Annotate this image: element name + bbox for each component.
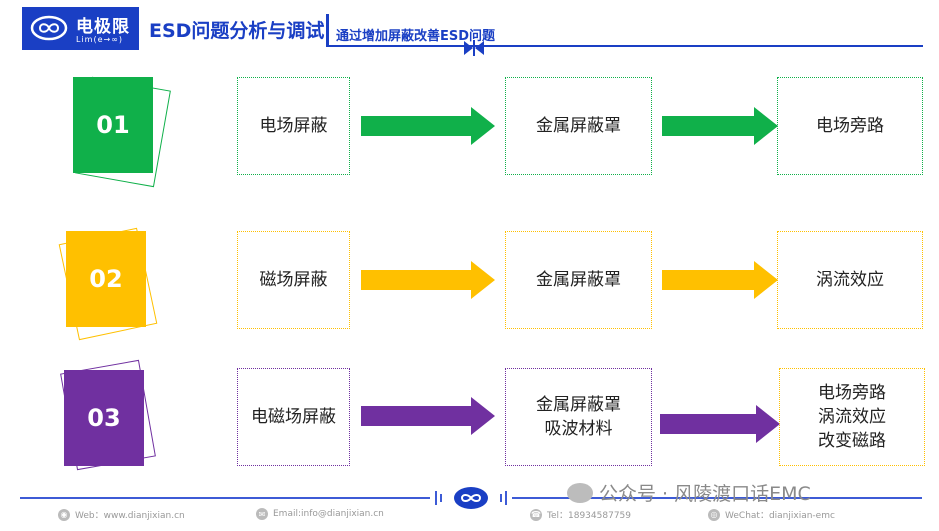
bowtie-icon <box>464 40 484 56</box>
row2-arrow-2 <box>662 261 778 299</box>
row2-box-method: 金属屏蔽罩 <box>505 231 652 329</box>
footer-line-right <box>512 497 922 499</box>
row3-box3-line1: 电场旁路 <box>818 383 886 403</box>
row3-box2-line1: 金属屏蔽罩 <box>536 395 621 415</box>
row1-box3-line1: 电场旁路 <box>816 116 884 136</box>
mail-icon: ✉ <box>256 508 268 520</box>
row3-box1-text: 电磁场屏蔽 <box>251 407 336 427</box>
watermark: 公众号 · 风陵渡口话EMC <box>567 479 811 506</box>
footer-email: ✉ Email:info@dianjixian.cn <box>256 508 384 520</box>
row1-box1-text: 电场屏蔽 <box>259 116 328 136</box>
row1-box-method: 金属屏蔽罩 <box>505 77 652 175</box>
footer-wechat-text: WeChat：dianjixian-emc <box>725 511 835 521</box>
row3-box-mechanism: 电场旁路 涡流效应 改变磁路 <box>779 368 925 466</box>
footer-wechat: ◎ WeChat：dianjixian-emc <box>708 508 835 521</box>
logo-name: 电极限 <box>76 17 130 37</box>
row1-arrow-1 <box>361 107 495 145</box>
phone-icon: ☎ <box>530 508 542 521</box>
row2-number: 02 <box>66 231 146 327</box>
logo-subtitle: Lim(e→∞) <box>76 35 124 44</box>
title-divider <box>326 14 329 46</box>
row2-number-badge: 02 <box>58 227 176 341</box>
row3-arrow-2 <box>660 405 780 443</box>
row1-box-mechanism: 电场旁路 <box>777 77 923 175</box>
footer-logo-icon <box>435 487 507 509</box>
page-title: ESD问题分析与调试 <box>149 20 325 42</box>
row1-box-shielding: 电场屏蔽 <box>237 77 350 175</box>
row1-arrow-2 <box>662 107 778 145</box>
logo-infinity-icon <box>30 15 68 41</box>
row3-arrow-1 <box>361 397 495 435</box>
watermark-text: 公众号 · 风陵渡口话EMC <box>599 483 811 505</box>
logo: 电极限 Lim(e→∞) <box>22 7 139 50</box>
row2-box-shielding: 磁场屏蔽 <box>237 231 350 329</box>
row2-box3-line1: 涡流效应 <box>816 270 884 290</box>
wechat-official-account-icon <box>567 482 593 503</box>
footer-line-left <box>20 497 430 499</box>
row1-number-badge: 01 <box>73 76 183 188</box>
footer-tel: ☎ Tel：18934587759 <box>530 508 631 521</box>
footer-web: ◉ Web：www.dianjixian.cn <box>58 508 185 521</box>
row2-box-mechanism: 涡流效应 <box>777 231 923 329</box>
row1-number: 01 <box>73 77 153 173</box>
header-underline <box>326 45 923 47</box>
row2-arrow-1 <box>361 261 495 299</box>
page-subtitle: 通过增加屏蔽改善ESD问题 <box>336 29 496 44</box>
row2-box2-line1: 金属屏蔽罩 <box>536 270 621 290</box>
row3-box3-line3: 改变磁路 <box>818 431 886 451</box>
row3-box3-line2: 涡流效应 <box>818 407 886 427</box>
row2-box1-text: 磁场屏蔽 <box>259 270 328 290</box>
footer-tel-text: Tel：18934587759 <box>547 511 631 521</box>
row3-box2-line2: 吸波材料 <box>544 419 613 439</box>
row3-box-method: 金属屏蔽罩 吸波材料 <box>505 368 652 466</box>
row3-number: 03 <box>64 370 144 466</box>
row3-number-badge: 03 <box>60 359 174 476</box>
footer-email-text: Email:info@dianjixian.cn <box>273 509 384 519</box>
globe-icon: ◉ <box>58 508 70 521</box>
footer-web-text: Web：www.dianjixian.cn <box>75 511 185 521</box>
wechat-icon: ◎ <box>708 508 720 521</box>
row1-box2-line1: 金属屏蔽罩 <box>536 116 621 136</box>
row3-box-shielding: 电磁场屏蔽 <box>237 368 350 466</box>
